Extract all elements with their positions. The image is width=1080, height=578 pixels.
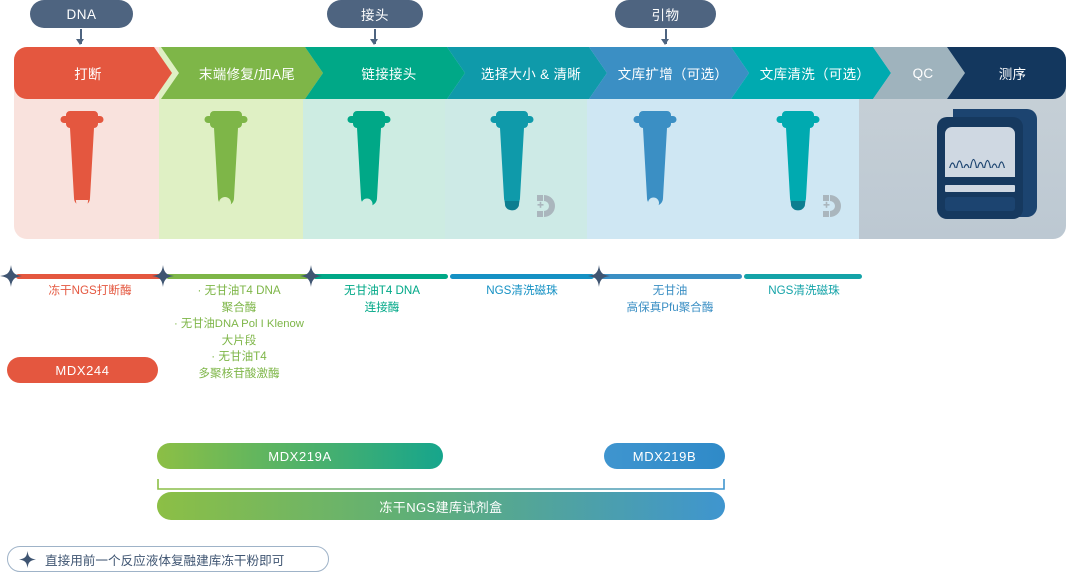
reagent-bar-6 <box>744 274 862 279</box>
footer-note: 直接用前一个反应液体复融建库冻干粉即可 <box>7 546 329 572</box>
chevron-shape <box>161 47 323 99</box>
product-pill-mdx219b[interactable]: MDX219B <box>604 443 725 469</box>
reagent-bar-2 <box>166 274 309 279</box>
reagent-line: 大片段 <box>221 333 257 347</box>
sparkle-icon-reagent-1 <box>0 265 22 287</box>
reagent-line: NGS清洗磁珠 <box>768 284 840 297</box>
sparkle-icon-note <box>19 550 36 568</box>
step-label: 链接接头 <box>361 67 417 82</box>
input-pill-label: DNA <box>66 6 97 22</box>
reagent-line: NGS清洗磁珠 <box>486 284 558 297</box>
input-arrow-primer <box>662 29 669 45</box>
magnet-icon-size-selection <box>535 193 561 224</box>
step-end-repair[interactable]: 末端修复/加A尾 <box>161 47 323 99</box>
reagent-bar-5 <box>600 274 742 279</box>
tube-icon-cleanup <box>775 108 821 229</box>
footer-note-text: 直接用前一个反应液体复融建库冻干粉即可 <box>45 553 285 568</box>
step-fragmentation[interactable]: 打断 <box>14 47 172 99</box>
input-pill-adapter: 接头 <box>327 0 423 28</box>
reagent-bar-3 <box>313 274 448 279</box>
microcentrifuge-tube <box>490 111 534 211</box>
sparkle-glyph <box>0 265 22 287</box>
reagent-line: 冻干NGS打断酶 <box>48 284 132 297</box>
step-label: 测序 <box>998 67 1027 82</box>
input-pill-label: 接头 <box>361 8 389 23</box>
step-cleanup[interactable]: 文库清洗（可选） <box>731 47 891 99</box>
input-arrow-adapter <box>371 29 378 45</box>
input-arrow-dna <box>77 29 84 45</box>
reagent-line: 连接酶 <box>364 300 400 314</box>
step-ligation[interactable]: 链接接头 <box>305 47 465 99</box>
step-sequencing[interactable]: 测序 <box>947 47 1066 99</box>
reagent-line: · 无甘油DNA Pol I Klenow <box>174 318 304 330</box>
reagent-label-5: 无甘油 高保真Pfu聚合酶 <box>596 283 744 316</box>
sequencer-glyph <box>937 109 1037 219</box>
reagent-label-1: 冻干NGS打断酶 <box>10 283 170 300</box>
reagent-line: 无甘油T4 DNA <box>343 284 420 297</box>
chevron-shape <box>589 47 749 99</box>
step-label: 文库扩增（可选） <box>617 67 729 82</box>
bracket-glyph <box>157 479 725 490</box>
chevron-shape <box>873 47 965 99</box>
reagent-label-3: 无甘油T4 DNA 连接酶 <box>308 283 456 316</box>
product-code: MDX219A <box>268 448 332 464</box>
tube-icon-size-selection <box>489 108 535 229</box>
sparkle-icon-reagent-3 <box>300 265 322 287</box>
input-pill-primer: 引物 <box>615 0 716 28</box>
product-code: MDX244 <box>55 362 110 378</box>
reagent-bar-4 <box>450 274 594 279</box>
step-label: 文库清洗（可选） <box>759 67 871 82</box>
tube-icon-end-repair <box>203 108 249 229</box>
reagent-line: 多聚核苷酸激酶 <box>198 366 280 380</box>
microcentrifuge-tube <box>633 111 677 209</box>
step-size-selection[interactable]: 选择大小 & 清晰 <box>447 47 607 99</box>
step-qc[interactable]: QC <box>873 47 965 99</box>
sparkle-glyph <box>588 265 610 287</box>
step-amplification[interactable]: 文库扩增（可选） <box>589 47 749 99</box>
sparkle-icon-reagent-2 <box>152 265 174 287</box>
reagent-bar-1 <box>16 274 163 279</box>
reagent-line: · 无甘油T4 DNA <box>197 284 281 297</box>
reagent-line: · 无甘油T4 <box>211 350 267 363</box>
chevron-shape <box>731 47 891 99</box>
chevron-shape <box>305 47 465 99</box>
input-pill-label: 引物 <box>651 8 680 23</box>
chevron-shape <box>447 47 607 99</box>
tube-icon-fragmentation <box>59 108 105 229</box>
kit-bracket <box>157 478 725 496</box>
microcentrifuge-tube <box>347 111 391 210</box>
product-pill-mdx219a[interactable]: MDX219A <box>157 443 443 469</box>
kit-label: 冻干NGS建库试剂盒 <box>379 499 503 515</box>
product-pill-mdx244[interactable]: MDX244 <box>7 357 158 383</box>
microcentrifuge-tube <box>60 111 104 213</box>
reagent-line: 高保真Pfu聚合酶 <box>626 300 714 314</box>
input-pill-dna: DNA <box>30 0 133 28</box>
sparkle-glyph <box>300 265 322 287</box>
sequencer-icon <box>931 105 1041 232</box>
reagent-label-2: · 无甘油T4 DNA 聚合酶 · 无甘油DNA Pol I Klenow 大片… <box>158 283 320 382</box>
reagent-label-6: NGS清洗磁珠 <box>730 283 878 300</box>
reagent-line: 无甘油 <box>652 284 688 297</box>
step-label: 选择大小 & 清晰 <box>480 67 582 82</box>
reagent-line: 聚合酶 <box>221 300 257 314</box>
tube-icon-ligation <box>346 108 392 229</box>
tube-icon-amplification <box>632 108 678 229</box>
magnet-glyph <box>823 195 841 217</box>
sparkle-glyph <box>19 550 36 568</box>
microcentrifuge-tube <box>204 111 248 209</box>
step-label: QC <box>912 65 934 81</box>
kit-bar[interactable]: 冻干NGS建库试剂盒 <box>157 492 725 520</box>
chevron-shape <box>14 47 172 99</box>
step-label: 末端修复/加A尾 <box>198 67 296 82</box>
magnet-glyph <box>537 195 555 217</box>
chevron-shape <box>947 47 1066 99</box>
sparkle-glyph <box>152 265 174 287</box>
microcentrifuge-tube <box>776 111 820 211</box>
product-code: MDX219B <box>632 448 697 464</box>
reagent-label-4: NGS清洗磁珠 <box>448 283 596 300</box>
magnet-icon-cleanup <box>821 193 847 224</box>
step-label: 打断 <box>74 67 102 82</box>
sparkle-icon-reagent-5 <box>588 265 610 287</box>
